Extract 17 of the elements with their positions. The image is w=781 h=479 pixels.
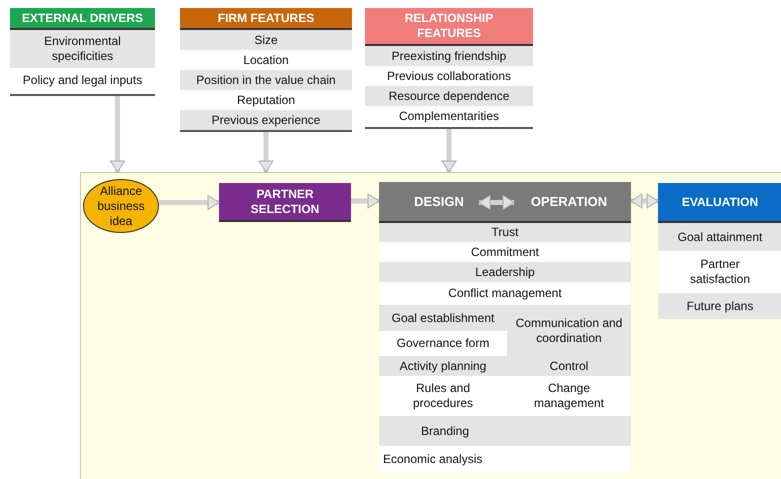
arrow [110, 96, 125, 172]
arrow [442, 129, 456, 172]
arrow [351, 194, 380, 208]
list-item: Size [180, 30, 352, 50]
list-item: Resource dependence [365, 86, 533, 106]
ellipse-node: Alliance business idea [83, 179, 159, 233]
process-box: PARTNER SELECTION [219, 183, 351, 222]
list-item: Environmental specificities [10, 30, 155, 68]
panel-header: RELATIONSHIP FEATURES [365, 8, 533, 46]
arrow [630, 194, 658, 208]
list-item: Position in the value chain [180, 70, 352, 90]
arrow [159, 195, 220, 210]
list-item: Preexisting friendship [365, 46, 533, 66]
list-item: Previous experience [180, 110, 352, 130]
panel-header: EXTERNAL DRIVERS [10, 8, 155, 30]
panel-header: FIRM FEATURES [180, 8, 352, 30]
arrow [258, 132, 274, 172]
